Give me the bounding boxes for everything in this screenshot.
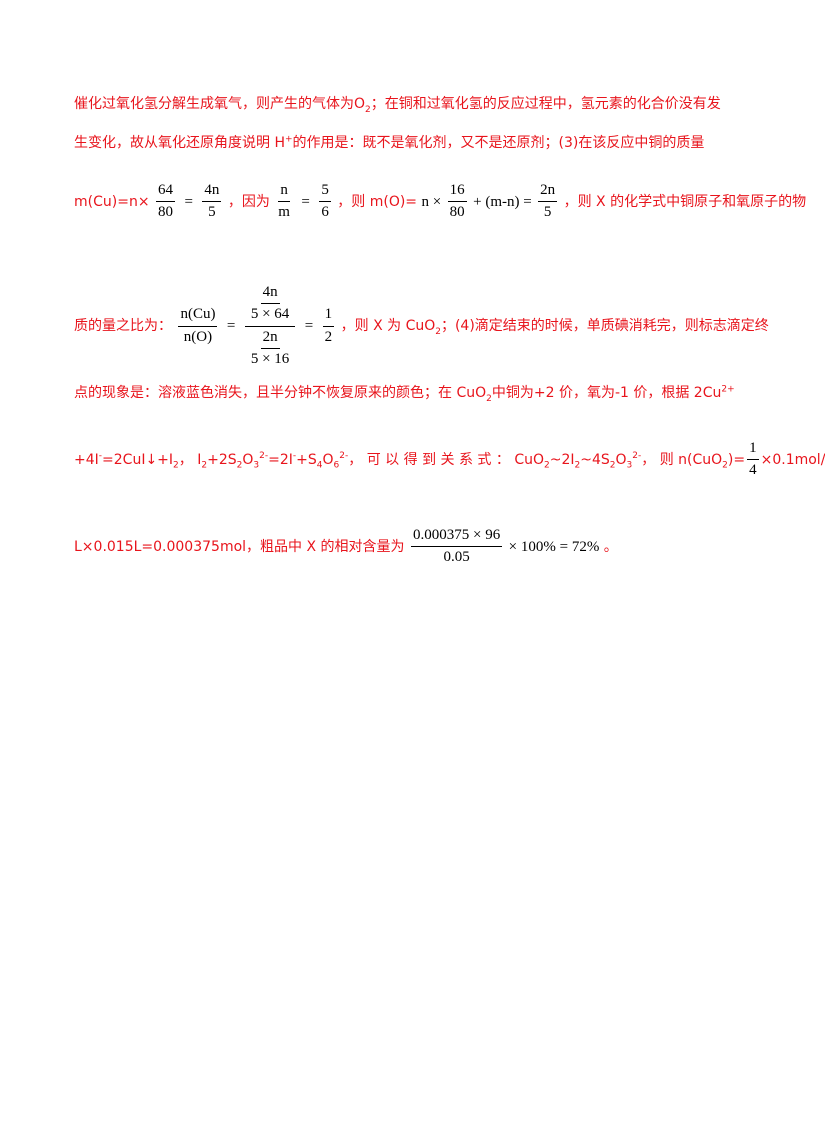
text-segment: ，因为 bbox=[227, 193, 270, 210]
superscript: 2+ bbox=[721, 384, 735, 395]
math-expression: × 100% = 72% bbox=[508, 538, 600, 555]
hydrogen-ion: H bbox=[274, 135, 285, 151]
oxygen-formula: O bbox=[354, 96, 366, 112]
subscript: 2 bbox=[435, 326, 441, 337]
text-segment: L×0.015L=0.000375mol，粗品中 X 的相对含量为 bbox=[74, 538, 405, 555]
fraction: n(Cu)n(O) bbox=[178, 306, 218, 345]
text-line-1: 催化过氧化氢分解生成氧气，则产生的气体为O2；在铜和过氧化氢的反应过程中，氢元素… bbox=[74, 93, 734, 115]
text-segment: ，则 X 的化学式中铜原子和氧原子的物 bbox=[563, 193, 807, 210]
equals-sign: = bbox=[301, 193, 310, 210]
math-expression: + (m-n) = bbox=[473, 193, 532, 210]
text-segment: 中铜为+2 价，氧为-1 价，根据 2Cu bbox=[491, 385, 722, 401]
equals-sign: = bbox=[184, 193, 193, 210]
text-line-5: 点的现象是：溶液蓝色消失，且半分钟不恢复原来的颜色；在 CuO2中铜为+2 价，… bbox=[74, 382, 735, 404]
subscript: 2 bbox=[365, 104, 371, 115]
text-segment: ；在铜和过氧化氢的反应过程中，氢元素的化合价没有发 bbox=[370, 96, 721, 112]
text-segment: ；(4)滴定结束的时候，单质碘消耗完，则标志滴定终 bbox=[440, 318, 769, 334]
text-segment: 点的现象是：溶液蓝色消失，且半分钟不恢复原来的颜色；在 CuO bbox=[74, 385, 487, 401]
text-segment: ，则 X 为 CuO bbox=[340, 318, 436, 334]
text-segment: 生变化，故从氧化还原角度说明 bbox=[74, 135, 270, 151]
document-page: 催化过氧化氢分解生成氧气，则产生的气体为O2；在铜和过氧化氢的反应过程中，氢元素… bbox=[74, 93, 825, 567]
text-segment: 。 bbox=[603, 538, 618, 555]
text-segment: 催化过氧化氢分解生成氧气，则产生的气体为 bbox=[74, 96, 354, 112]
equals-sign: = bbox=[304, 318, 314, 334]
text-segment: 的作用是：既不是氧化剂，又不是还原剂； bbox=[292, 135, 559, 151]
text-line-6: +4I-=2CuI↓+I2， I2+2S2O32-=2I-+S4O62-， 可 … bbox=[74, 440, 825, 479]
text-segment: m(Cu)=n× bbox=[74, 193, 150, 210]
equals-sign: = bbox=[226, 318, 236, 334]
subscript: 2 bbox=[486, 393, 492, 404]
text-segment: 质的量之比为： bbox=[74, 318, 172, 334]
superscript: + bbox=[284, 134, 293, 145]
text-segment: (3)在该反应中铜的质量 bbox=[558, 135, 705, 151]
text-line-7: L×0.015L=0.000375mol，粗品中 X 的相对含量为 0.0003… bbox=[74, 527, 734, 567]
text-segment: ，则 m(O)= bbox=[337, 193, 418, 210]
math-expression: n × bbox=[421, 193, 442, 210]
text-line-2: 生变化，故从氧化还原角度说明 H+的作用是：既不是氧化剂，又不是还原剂；(3)在… bbox=[74, 132, 734, 152]
